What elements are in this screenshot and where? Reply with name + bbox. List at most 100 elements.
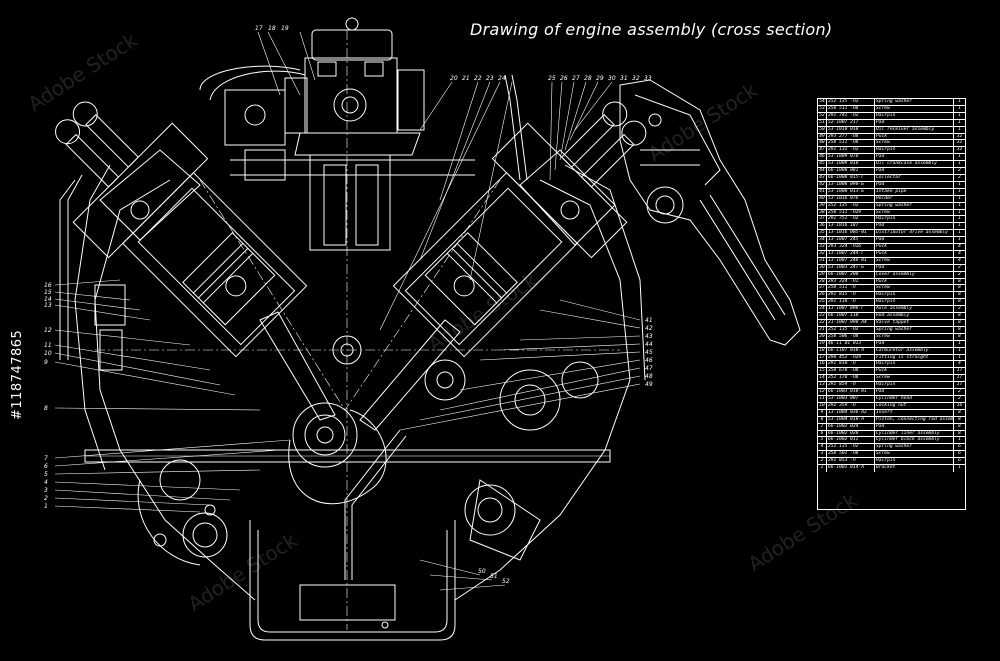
spec-part-name: Pad [875, 154, 954, 161]
spec-quantity: 17 [956, 382, 963, 388]
spec-quantity: 8 [958, 326, 961, 332]
spec-quantity: 8 [958, 430, 961, 436]
spec-designation: 66-1002 020 [827, 430, 875, 437]
spec-position: 7 [818, 423, 827, 430]
drawing-title: Drawing of engine assembly (cross sectio… [470, 20, 833, 39]
spec-designation: 13-1004 036-А2 [827, 409, 875, 416]
spec-designation: 66-1002 024 [827, 423, 875, 430]
callout-number: 51 [490, 573, 498, 580]
spec-quantity: 17 [956, 368, 963, 374]
spec-quantity: 1 [958, 181, 961, 187]
spec-position: 31 [818, 257, 827, 264]
spec-position: 22 [818, 320, 827, 326]
spec-part-name: Pad [875, 340, 954, 347]
spec-designation: 66-1007 200 [827, 271, 875, 278]
spec-quantity: 1 [958, 105, 961, 111]
spec-position: 29 [818, 271, 827, 278]
spec-part-name: Puck [875, 368, 954, 375]
callout-number: 31 [620, 75, 628, 82]
spec-part-name: Puck [875, 133, 954, 140]
spec-designation: 13-1007 248-01 [827, 257, 875, 264]
callout-number: 10 [44, 350, 52, 357]
spec-part-name: Cylinder head [875, 395, 954, 402]
spec-part-name: Puck [875, 278, 954, 285]
spec-part-name: Screw [875, 333, 954, 340]
spec-designation: 66-1003 010-01 [827, 389, 875, 395]
spec-quantity: 1 [958, 340, 961, 346]
spec-part-name: Rod assembly [875, 313, 954, 319]
callout-number: 25 [548, 75, 556, 82]
spec-position: 14 [818, 375, 827, 382]
spec-position: 30 [818, 264, 827, 271]
spec-quantity: 1 [958, 230, 961, 236]
spec-part-name: Pad [875, 237, 954, 244]
spec-part-name: Puck [875, 250, 954, 257]
spec-position: 33 [818, 244, 827, 250]
spec-position: 34 [818, 237, 827, 244]
callout-number: 46 [645, 357, 653, 364]
spec-quantity: 1 [958, 465, 961, 471]
callout-number: 33 [644, 75, 652, 82]
spec-part-name: Spring washer [875, 202, 954, 209]
spec-position: 35 [818, 230, 827, 237]
spec-position: 25 [818, 299, 827, 306]
spec-designation: 53-1016 076 [827, 195, 875, 202]
spec-position: 17 [818, 354, 827, 361]
spec-quantity: 1 [958, 354, 961, 360]
spec-position: 24 [818, 306, 827, 313]
spec-designation: 66-1008 015-Г [827, 174, 875, 181]
spec-quantity: 1 [958, 202, 961, 208]
spec-quantity: 1 [958, 237, 961, 243]
spec-position: 53 [818, 105, 827, 112]
callout-number: 26 [560, 75, 568, 82]
spec-quantity: 8 [958, 409, 961, 415]
spec-designation: 66-1001 014-А [827, 465, 875, 472]
spec-designation: 66-1007 110 [827, 313, 875, 319]
spec-designation: 250 511 -П8 [827, 140, 875, 147]
spec-part-name: Oil receiver assembly [875, 126, 954, 133]
spec-designation: 13-1007 098-Г [827, 306, 875, 313]
spec-quantity: 4 [958, 361, 961, 367]
callout-number: 9 [44, 359, 48, 366]
spec-position: 43 [818, 174, 827, 181]
spec-position: 42 [818, 181, 827, 188]
spec-quantity: 1 [958, 99, 961, 104]
callout-number: 50 [478, 568, 486, 575]
spec-quantity: 8 [958, 313, 961, 319]
callout-number: 15 [44, 289, 52, 296]
spec-designation: 53-1003 247-Б [827, 264, 875, 271]
spec-part-name: Screw [875, 209, 954, 216]
spec-part-name: Pad [875, 168, 954, 174]
spec-designation: 252 178 -П8 [827, 375, 875, 382]
spec-part-name: Carburetor assembly [875, 347, 954, 354]
callout-number: 42 [645, 325, 653, 332]
spec-quantity: 32 [956, 133, 963, 139]
spec-designation: 13-1016 005-01 [827, 230, 875, 237]
spec-quantity: 2 [958, 271, 961, 277]
spec-quantity: 2 [958, 264, 961, 270]
spec-quantity: 8 [958, 320, 961, 325]
callout-number: 1 [44, 503, 48, 510]
spec-designation: 53-1009 070 [827, 154, 875, 161]
spec-quantity: 8 [958, 285, 961, 291]
spec-quantity: 1 [958, 154, 961, 160]
spec-designation: 298 452 -П29 [827, 354, 875, 361]
spec-position: 39 [818, 202, 827, 209]
